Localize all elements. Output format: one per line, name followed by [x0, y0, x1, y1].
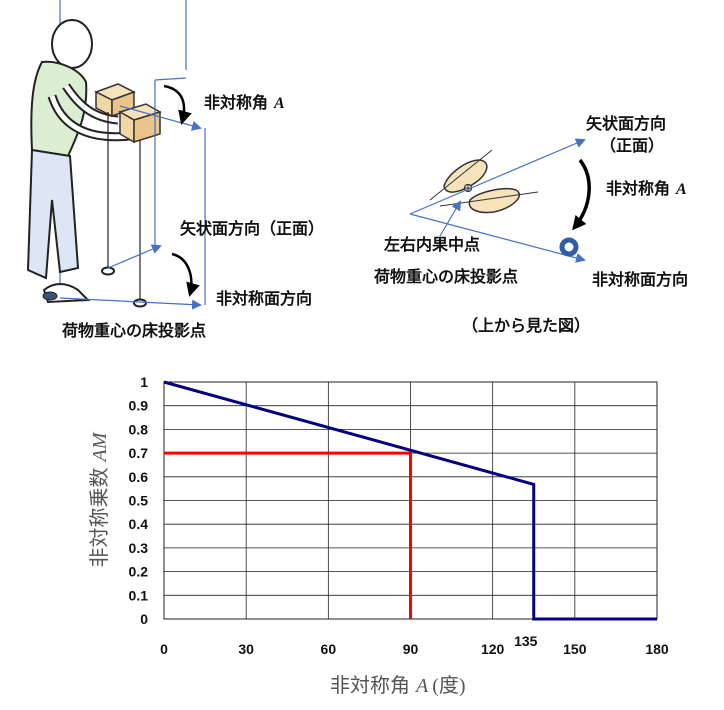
x-tick-label: 90 — [403, 641, 419, 657]
left-asymmetric-plane-label: 非対称面方向 — [216, 289, 312, 308]
y-tick-label: 0.7 — [129, 445, 149, 461]
x-tick-label: 0 — [160, 641, 168, 657]
x-tick-label: 60 — [321, 641, 337, 657]
chart-ylabel: 非対称乗数AM — [88, 431, 111, 567]
y-tick-label: 0.5 — [129, 493, 149, 509]
x-tick-label: 30 — [238, 641, 254, 657]
asymmetry-multiplier-chart: 0 0.1 0.2 0.3 0.4 0.5 0.6 0.7 0.8 0.9 1 0 30 60 90 120… — [129, 374, 669, 657]
right-sagittal-label-2: （正面） — [600, 136, 664, 155]
right-sagittal-label-1: 矢状面方向 — [586, 114, 666, 133]
y-tick-label: 0.1 — [129, 587, 149, 603]
y-tick-label: 0.6 — [129, 469, 149, 485]
y-tick-label: 0.9 — [129, 398, 149, 414]
y-tick-label: 0 — [140, 611, 148, 627]
x-tick-labels: 0 30 60 90 120 135 150 180 — [160, 633, 669, 657]
y-tick-label: 0.3 — [129, 540, 149, 556]
highlight-line-90deg — [164, 451, 412, 619]
series-line-am — [163, 380, 657, 621]
y-tick-label: 0.8 — [129, 421, 149, 437]
top-view-diagram — [409, 138, 591, 263]
x-tick-label: 120 — [481, 641, 505, 657]
y-tick-label: 0.2 — [129, 564, 149, 580]
left-load-projection-label: 荷物重心の床投影点 — [62, 321, 206, 340]
right-ankle-midpoint-label: 左右内果中点 — [383, 235, 480, 254]
x-tick-label: 150 — [563, 641, 587, 657]
left-sagittal-label: 矢状面方向（正面） — [180, 219, 324, 238]
load-box — [94, 83, 162, 144]
worker-illustration — [26, 0, 206, 310]
right-asymmetric-plane-label: 非対称面方向 — [592, 270, 688, 289]
right-load-projection-label: 荷物重心の床投影点 — [374, 267, 518, 286]
y-tick-label: 0.4 — [129, 516, 149, 532]
y-tick-labels: 0 0.1 0.2 0.3 0.4 0.5 0.6 0.7 0.8 0.9 1 — [129, 374, 149, 627]
y-tick-label: 1 — [140, 374, 148, 390]
x-tick-label: 135 — [514, 633, 538, 649]
x-tick-label: 180 — [645, 641, 669, 657]
top-view-caption: （上から見た図） — [462, 316, 590, 335]
